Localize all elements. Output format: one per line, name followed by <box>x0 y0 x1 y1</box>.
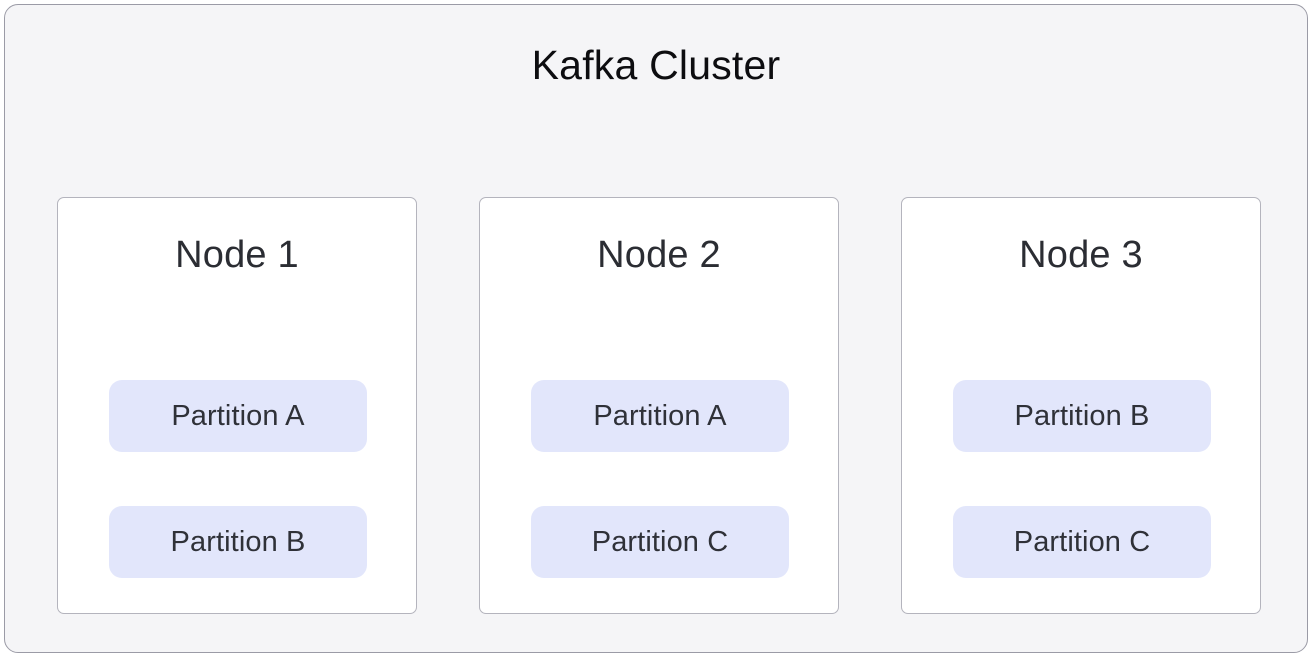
node-card-3[interactable]: Node 3 Partition B Partition C <box>901 197 1261 614</box>
partition-list: Partition A Partition C <box>531 380 789 578</box>
partition-pill[interactable]: Partition A <box>531 380 789 452</box>
partition-pill[interactable]: Partition A <box>109 380 367 452</box>
node-card-1[interactable]: Node 1 Partition A Partition B <box>57 197 417 614</box>
partition-list: Partition B Partition C <box>953 380 1211 578</box>
kafka-cluster-container: Kafka Cluster Node 1 Partition A Partiti… <box>4 4 1308 653</box>
partition-pill[interactable]: Partition C <box>531 506 789 578</box>
node-title: Node 3 <box>1019 234 1143 276</box>
node-card-2[interactable]: Node 2 Partition A Partition C <box>479 197 839 614</box>
node-title: Node 2 <box>597 234 721 276</box>
partition-pill[interactable]: Partition C <box>953 506 1211 578</box>
node-title: Node 1 <box>175 234 299 276</box>
partition-list: Partition A Partition B <box>109 380 367 578</box>
partition-pill[interactable]: Partition B <box>953 380 1211 452</box>
cluster-title: Kafka Cluster <box>531 42 781 88</box>
partition-pill[interactable]: Partition B <box>109 506 367 578</box>
node-row: Node 1 Partition A Partition B Node 2 Pa… <box>57 197 1261 614</box>
